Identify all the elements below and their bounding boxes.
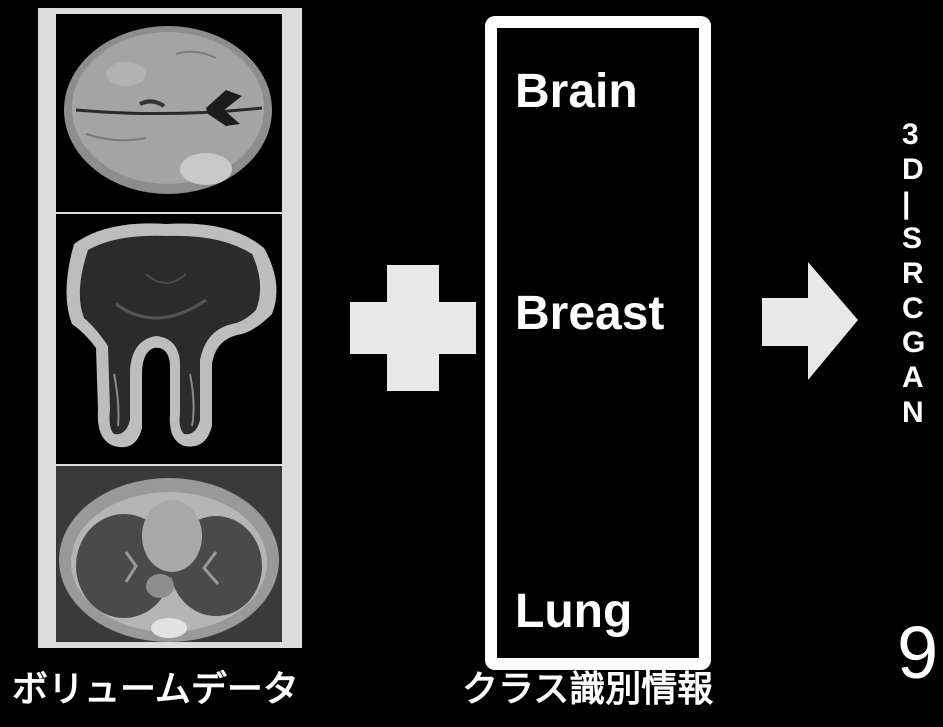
- class-identification-box: Brain Breast Lung: [485, 16, 711, 670]
- class-label-breast: Breast: [515, 290, 664, 338]
- page-number: 9: [897, 616, 938, 690]
- class-label-brain: Brain: [515, 68, 638, 116]
- volume-data-strip: [38, 8, 302, 648]
- class-label-lung: Lung: [515, 588, 632, 636]
- plus-icon: [350, 265, 476, 391]
- class-info-caption: クラス識別情報: [462, 667, 713, 710]
- model-name-vertical: 3 D | S R C G A N: [902, 118, 932, 430]
- volume-data-caption: ボリュームデータ: [12, 667, 299, 710]
- right-arrow-icon: [762, 262, 858, 382]
- brain-mri-slice: [56, 14, 282, 212]
- lung-ct-slice: [56, 466, 282, 642]
- breast-mri-slice: [56, 214, 282, 464]
